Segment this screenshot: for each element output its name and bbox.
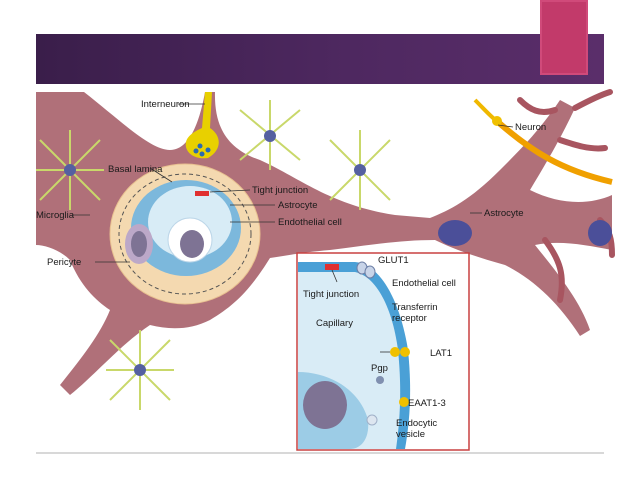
inset-label-eaat: EAAT1-3	[408, 398, 446, 409]
inset-label-endocytic-line2: vesicle	[396, 429, 425, 440]
bbb-diagram: Interneuron Basal lamina Tight junction …	[36, 89, 615, 451]
label-endothelial-cell: Endothelial cell	[278, 217, 342, 228]
label-neuron: Neuron	[515, 122, 546, 133]
label-pericyte: Pericyte	[47, 257, 81, 268]
label-astrocyte-right: Astrocyte	[484, 208, 524, 219]
label-basal-lamina: Basal lamina	[108, 164, 163, 175]
label-interneuron: Interneuron	[141, 99, 190, 110]
inset-label-glut1: GLUT1	[378, 255, 409, 266]
microglia-nucleus	[264, 130, 276, 142]
inset-label-transferrin-line1: Transferrin	[392, 302, 438, 313]
inset-label-pgp: Pgp	[371, 363, 388, 374]
slide-bottom-rule	[36, 452, 604, 454]
title-bar	[36, 34, 604, 84]
inset-panel	[296, 252, 470, 451]
inset-label-capillary: Capillary	[316, 318, 353, 329]
inset-label-transferrin-line2: receptor	[392, 313, 427, 324]
inset-label-endocytic-line1: Endocytic	[396, 418, 437, 429]
leader-lines	[72, 103, 514, 263]
label-astrocyte-left: Astrocyte	[278, 200, 318, 211]
inset-label-endothelial-cell: Endothelial cell	[392, 278, 456, 289]
inset-label-tight-junction: Tight junction	[303, 289, 359, 300]
microglia-nucleus	[354, 164, 366, 176]
astrocyte-nucleus-right	[438, 220, 472, 246]
microglia-nucleus	[134, 364, 146, 376]
interneuron	[185, 92, 219, 159]
astrocyte-nucleus-far-right	[588, 220, 612, 246]
inset-tight-junction-mark	[325, 264, 339, 270]
microglia-nucleus	[64, 164, 76, 176]
inset-label-lat1: LAT1	[430, 348, 452, 359]
inset-leader-lines	[331, 269, 390, 353]
label-tight-junction: Tight junction	[252, 185, 308, 196]
capillary-cross-section	[109, 163, 261, 305]
neuron-process	[473, 98, 613, 185]
label-microglia: Microglia	[36, 210, 75, 221]
accent-tab	[540, 0, 588, 75]
